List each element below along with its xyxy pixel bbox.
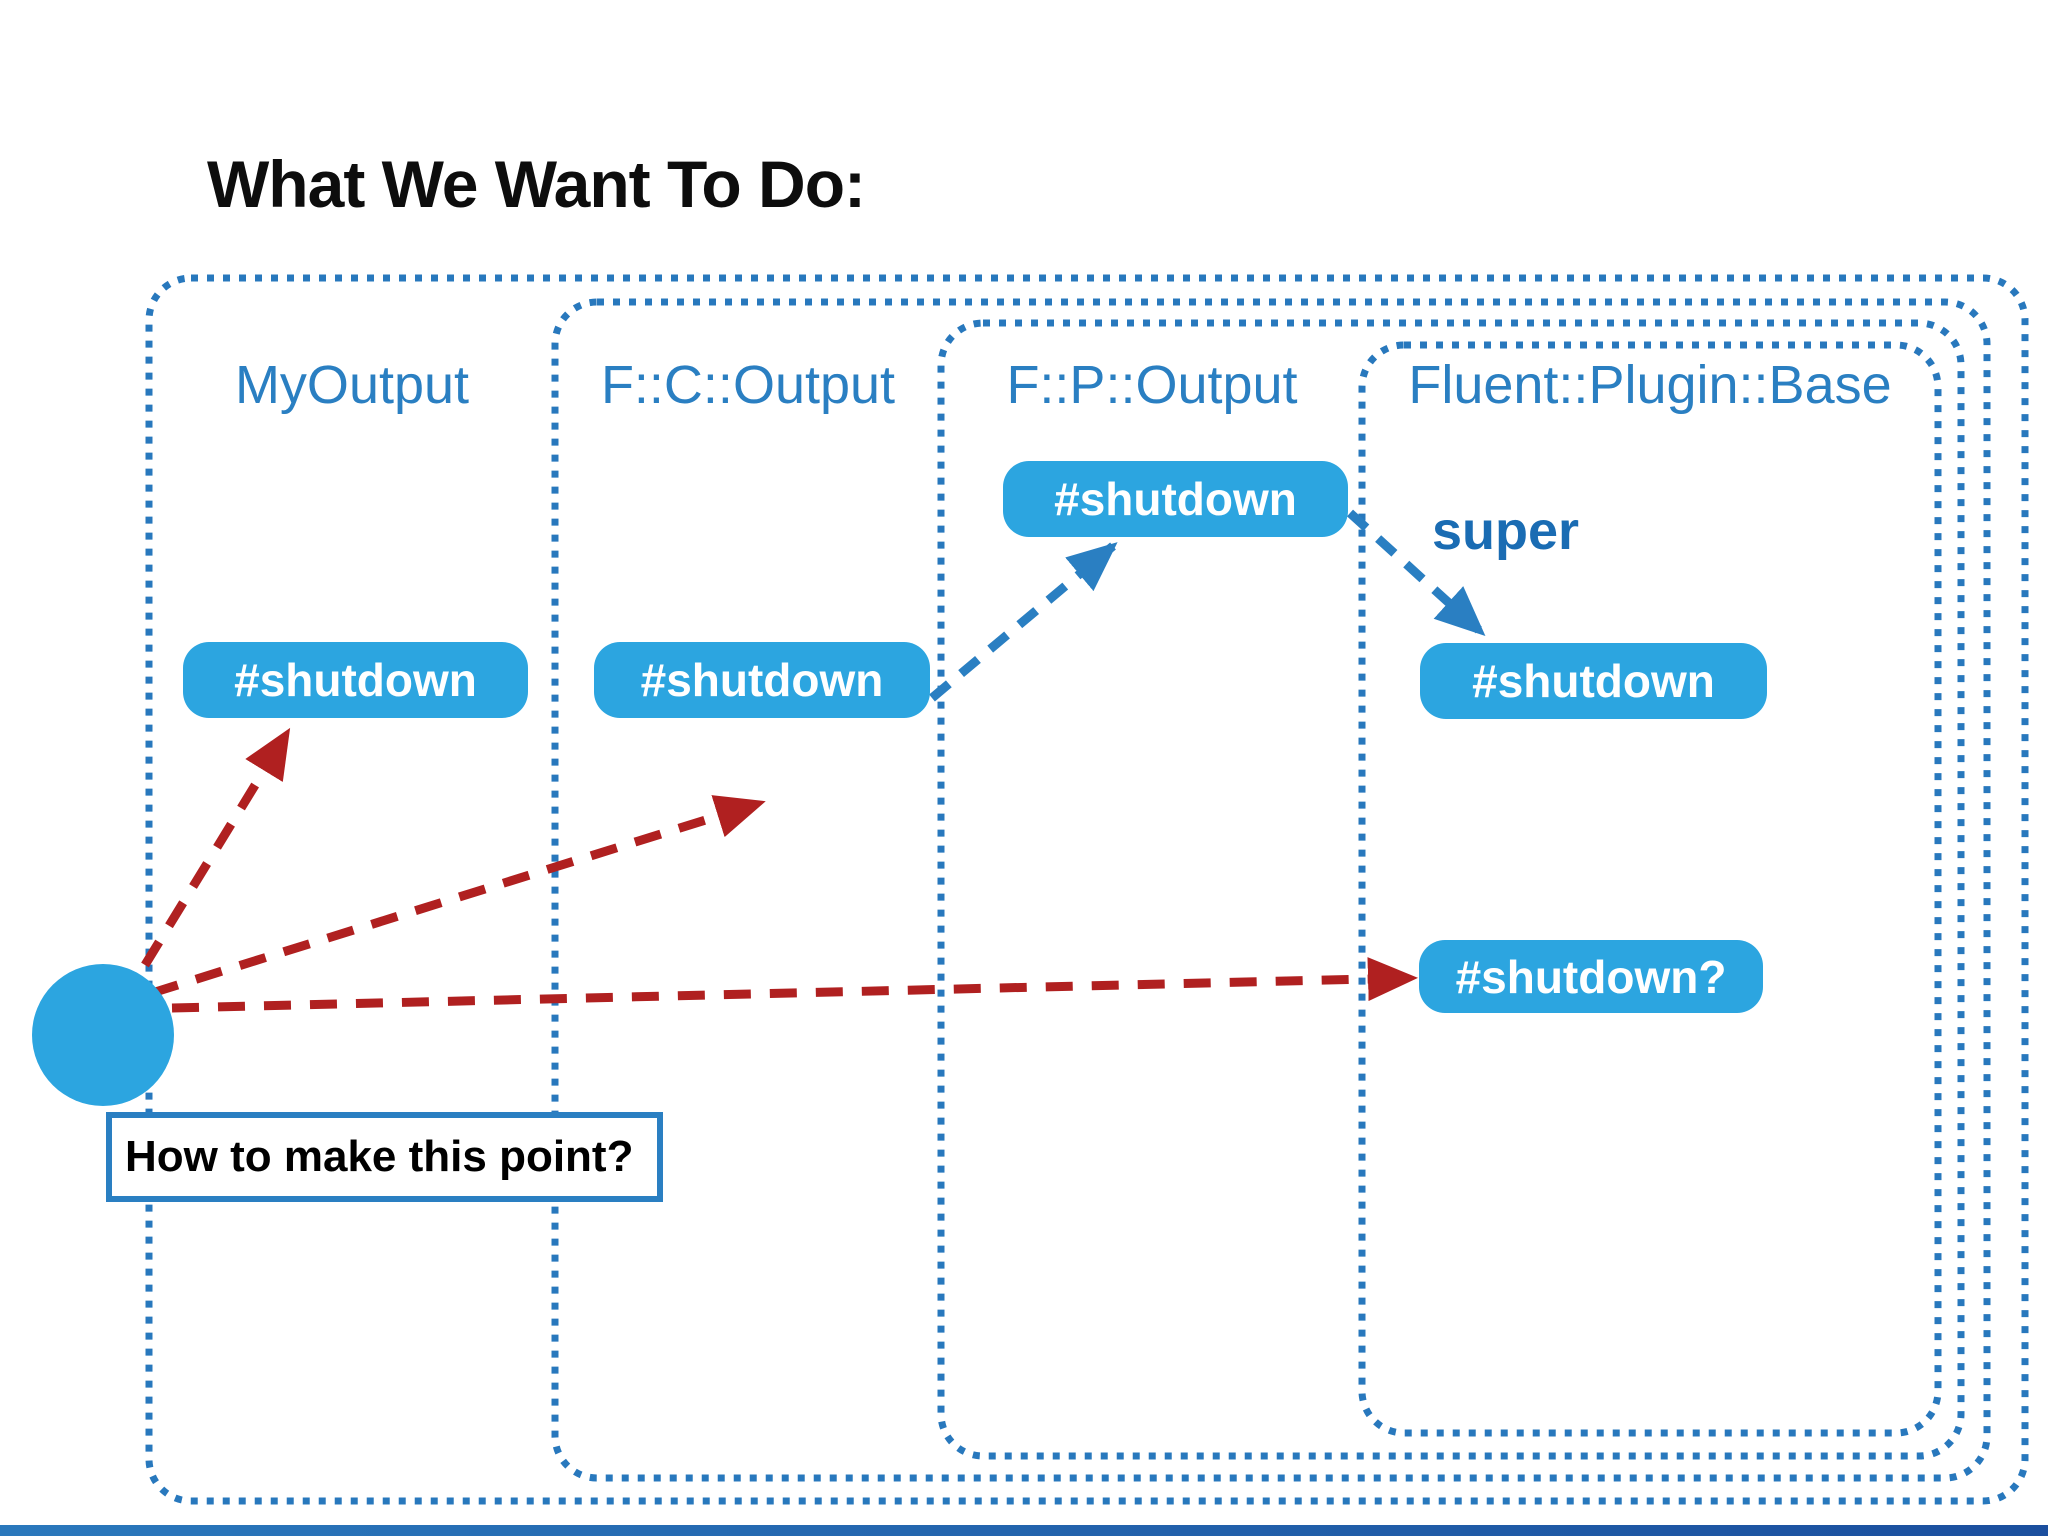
blue-dashed-arrow-fc-to-fp — [929, 542, 1118, 702]
class-box-plugin-base-border — [1358, 341, 1942, 1437]
super-label: super — [1432, 501, 1580, 561]
class-label-fc-output: F::C::Output — [600, 355, 896, 415]
shutdown-pill-fc-output: #shutdown — [594, 642, 930, 718]
class-box-fp-output-border — [937, 319, 1965, 1460]
shutdown-pill-plugin-base: #shutdown — [1420, 643, 1767, 719]
question-box: How to make this point? — [106, 1112, 663, 1202]
shutdown-pill-myoutput: #shutdown — [183, 642, 528, 718]
class-box-fc-output-border — [551, 298, 1991, 1482]
class-label-plugin-base: Fluent::Plugin::Base — [1408, 355, 1892, 415]
question-box-text: How to make this point? — [125, 1132, 634, 1181]
bottom-accent-bar — [0, 1525, 2048, 1536]
class-box-myoutput-border — [145, 274, 2029, 1505]
slide-title: What We Want To Do: — [207, 147, 866, 221]
class-label-myoutput: MyOutput — [234, 355, 470, 415]
red-dashed-arrow-to-base-shutdown-question — [171, 957, 1418, 1013]
start-point-circle — [32, 964, 174, 1106]
shutdown-pill-fp-output: #shutdown — [1003, 461, 1348, 537]
red-dashed-arrow-to-fc-shutdown — [150, 795, 766, 998]
shutdown-question-pill-plugin-base: #shutdown? — [1419, 940, 1763, 1013]
class-label-fp-output: F::P::Output — [1006, 355, 1298, 415]
blue-dashed-arrow-super-to-base — [1346, 509, 1486, 637]
red-dashed-arrow-to-myoutput-shutdown — [141, 727, 291, 968]
